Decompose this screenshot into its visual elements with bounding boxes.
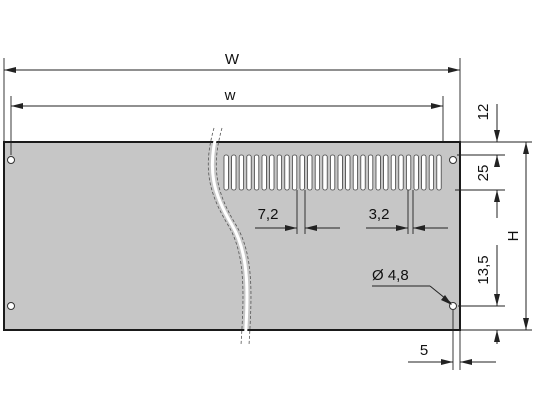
vent-slot xyxy=(367,154,374,191)
vent-slot xyxy=(314,154,321,191)
arrow-7-2-left xyxy=(285,225,297,231)
vent-slot xyxy=(299,154,305,191)
vent-slot xyxy=(223,154,229,191)
vent-slot xyxy=(284,154,290,191)
vent-slot xyxy=(413,154,419,191)
vent-slot-group xyxy=(223,154,442,191)
arrow-12 xyxy=(494,130,500,142)
vent-slot xyxy=(390,154,397,191)
arrow-13-5-bottom xyxy=(494,330,500,342)
vent-slot xyxy=(345,154,351,191)
arrow-5-right xyxy=(460,359,472,365)
vent-slot xyxy=(428,154,435,191)
label-hole-diameter: Ø 4,8 xyxy=(372,267,409,284)
vent-slot xyxy=(231,154,237,191)
arrow-25 xyxy=(494,190,500,202)
vent-slot xyxy=(375,154,381,191)
arrow-H-top xyxy=(523,142,529,154)
vent-slot xyxy=(261,154,267,191)
arrow-hole-leader xyxy=(441,295,452,305)
arrow-H-bottom xyxy=(523,318,529,330)
vent-slot xyxy=(405,154,412,191)
break-line-white xyxy=(210,127,249,346)
vent-slot xyxy=(307,154,313,191)
vent-slot xyxy=(360,154,366,191)
arrow-w-right xyxy=(431,103,443,109)
vent-slot xyxy=(269,154,275,191)
vent-slot xyxy=(398,154,404,191)
arrow-7-2-right xyxy=(305,225,317,231)
label-13-5: 13,5 xyxy=(475,255,492,284)
label-5: 5 xyxy=(420,342,428,359)
vent-slot xyxy=(238,154,244,191)
arrow-5-left xyxy=(441,359,453,365)
arrow-3-2-right xyxy=(413,225,425,231)
arrow-12-lower xyxy=(494,155,500,167)
label-7-2: 7,2 xyxy=(258,206,279,223)
mount-hole-top-right xyxy=(449,156,457,164)
vent-slot xyxy=(246,154,252,191)
vent-slot xyxy=(329,154,336,191)
vent-slot xyxy=(322,154,328,191)
vent-slot xyxy=(383,154,389,191)
arrow-w-left xyxy=(11,103,23,109)
mount-hole-bottom-left xyxy=(7,302,15,310)
vent-slot xyxy=(337,154,343,191)
label-25: 25 xyxy=(475,165,492,182)
label-H: H xyxy=(505,231,522,242)
arrow-W-right xyxy=(448,67,460,73)
arrow-13-5-top xyxy=(494,294,500,306)
break-line-a xyxy=(207,127,244,346)
label-w: w xyxy=(224,87,236,104)
break-line-b xyxy=(215,127,252,346)
vent-slot xyxy=(436,154,442,191)
label-12: 12 xyxy=(475,104,492,121)
label-3-2: 3,2 xyxy=(369,206,390,223)
vent-slot xyxy=(276,154,283,191)
vent-slot xyxy=(421,154,427,191)
vent-slot xyxy=(253,154,260,191)
mount-hole-top-left xyxy=(7,156,15,164)
arrow-3-2-left xyxy=(396,225,408,231)
arrow-W-left xyxy=(4,67,16,73)
vent-slot xyxy=(291,154,298,191)
label-W: W xyxy=(225,51,240,68)
vent-slot xyxy=(352,154,359,191)
